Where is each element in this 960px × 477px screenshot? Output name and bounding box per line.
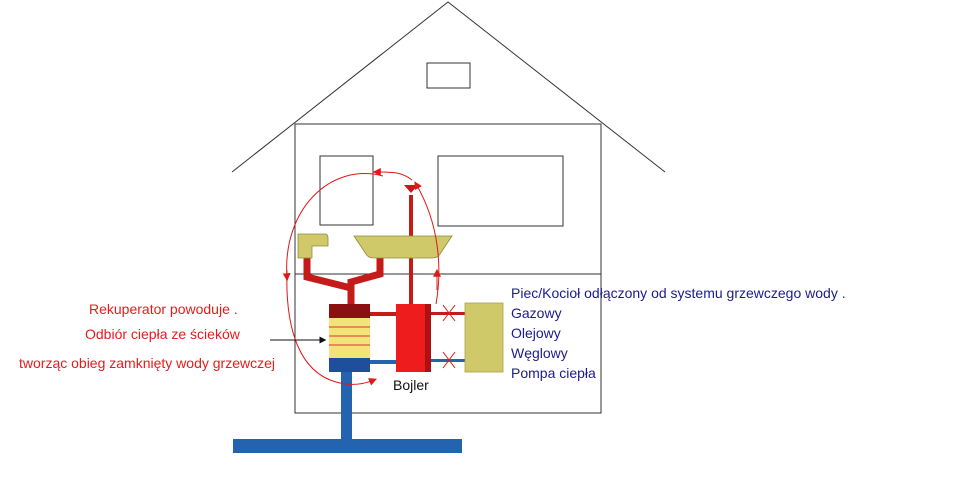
heat-loop-right <box>414 181 440 305</box>
furnace-title: Piec/Kocioł odłączony od systemu grzewcz… <box>511 285 846 301</box>
heat-loop-left-lower <box>286 269 337 383</box>
bathtub <box>353 235 453 259</box>
sink <box>297 233 329 259</box>
furnace-type-oil: Olejowy <box>511 325 561 341</box>
upper-window-left <box>319 155 374 226</box>
heat-loop-bottom <box>335 378 377 386</box>
sink-drain-pipe <box>303 252 352 292</box>
hot-pipe-to-furnace <box>431 312 465 315</box>
tub-drain-pipe <box>347 258 384 304</box>
boiler-label: Bojler <box>393 377 429 393</box>
hot-pipe-to-boiler <box>370 312 396 316</box>
roof-outline <box>231 1 666 173</box>
disconnect-mark-bottom <box>442 351 456 369</box>
heat-loop-top <box>372 168 413 181</box>
boiler-shade <box>425 304 431 372</box>
upper-window-right <box>437 155 564 227</box>
furnace-type-heat-pump: Pompa ciepła <box>511 365 596 381</box>
recuperator-label-line2: Odbiór ciepła ze ścieków <box>85 326 240 342</box>
upper-floor <box>294 123 602 275</box>
heat-loop-left <box>282 173 384 282</box>
cold-pipe-to-boiler <box>370 360 396 364</box>
shower-head <box>404 185 418 193</box>
lower-floor <box>294 273 602 414</box>
recuperator <box>329 304 370 372</box>
furnace-type-gas: Gazowy <box>511 305 562 321</box>
ground-drain-pipe <box>233 439 462 453</box>
recuperator-label-line3: tworząc obieg zamknięty wody grzewczej <box>19 355 275 371</box>
attic-window <box>426 62 471 89</box>
recuperator-label-line1: Rekuperator powoduje . <box>89 301 238 317</box>
cold-pipe-to-furnace <box>431 359 465 362</box>
vertical-drain-pipe <box>341 370 352 442</box>
furnace <box>464 302 504 373</box>
disconnect-mark-top <box>442 304 456 322</box>
furnace-type-coal: Węglowy <box>511 345 568 361</box>
